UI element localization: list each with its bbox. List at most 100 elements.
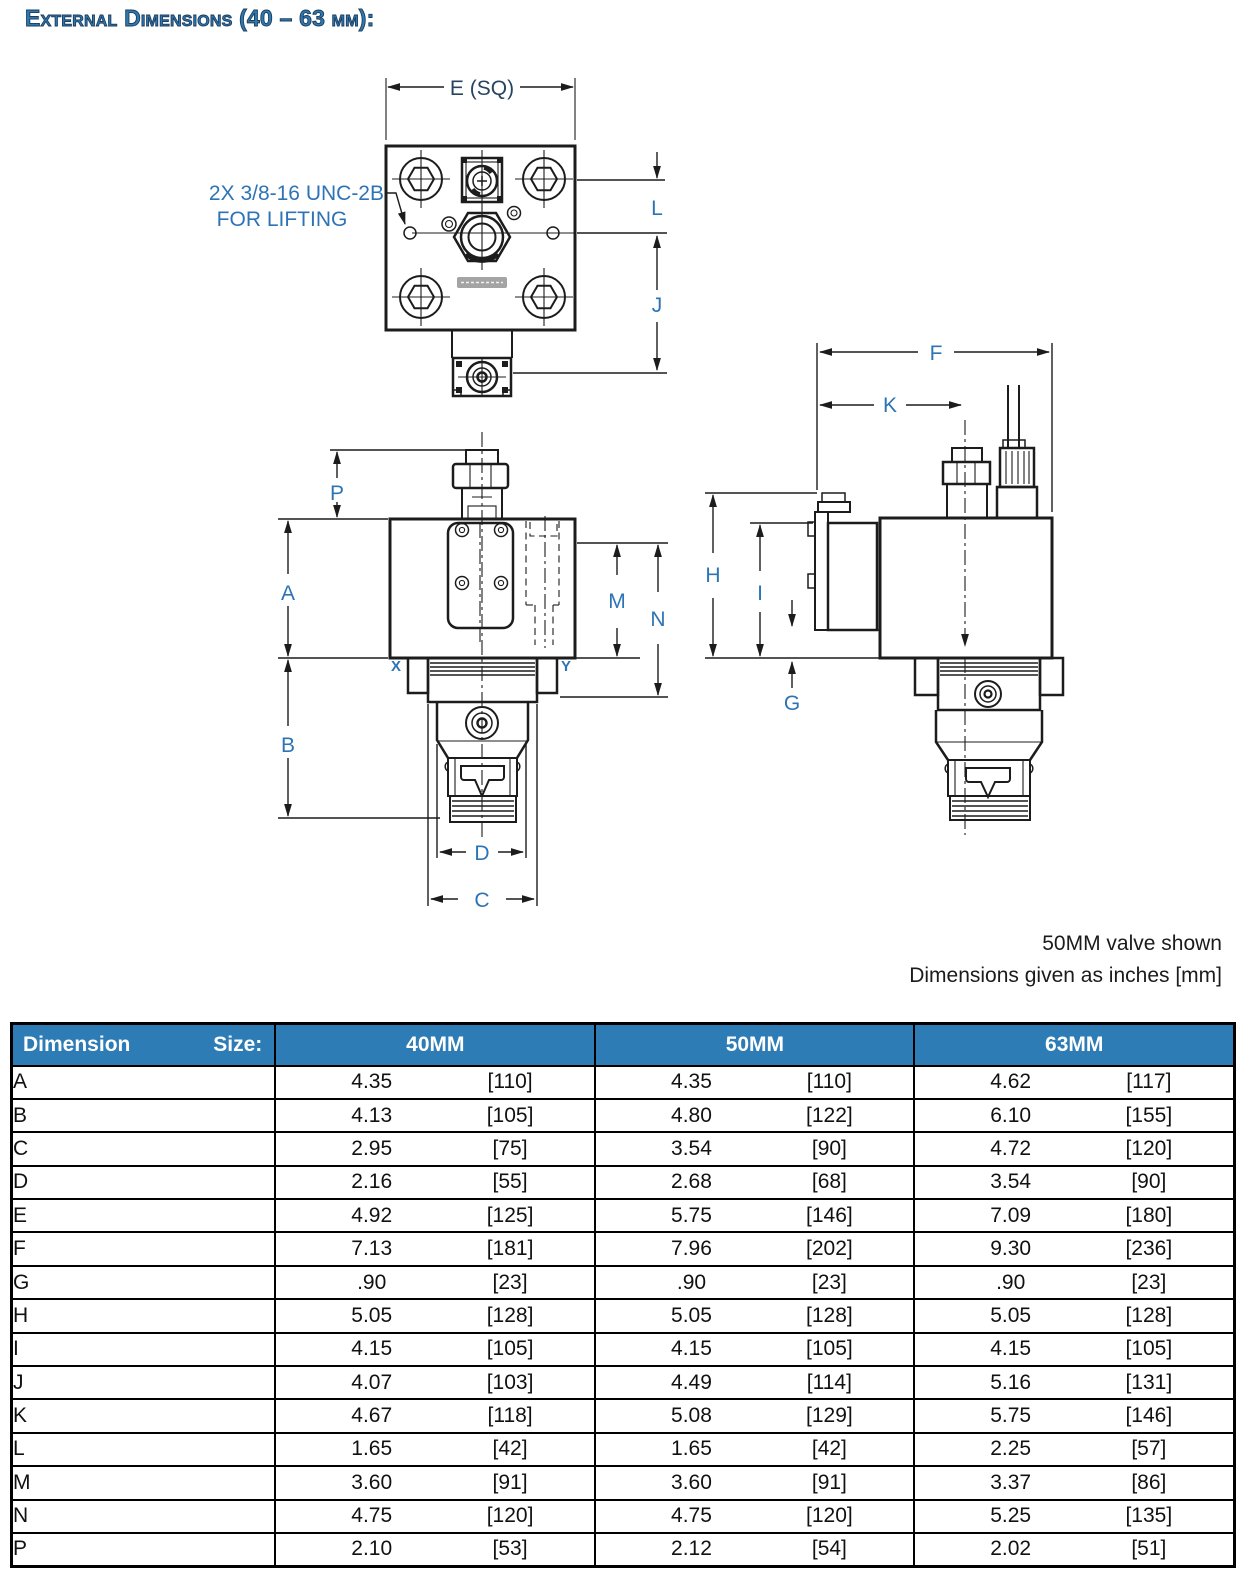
mm-value: [114] [806,1370,852,1394]
inches-value: 3.54 [990,1170,1032,1194]
value-cell-63mm: 4.15 [105] [913,1331,1236,1368]
inches-value: 3.37 [990,1470,1032,1494]
mm-value: [236] [1125,1237,1173,1261]
port-label-y: Y [561,658,571,675]
header-40mm: 40MM [274,1022,597,1067]
inches-value: 4.67 [351,1404,393,1428]
value-cell-63mm: 3.54[90] [913,1164,1236,1201]
inches-value: 2.95 [351,1136,393,1160]
mm-value: [110] [806,1070,852,1094]
value-cell-40mm: 2.95 [75] [274,1131,597,1167]
value-cell-40mm: 4.92[125] [274,1198,597,1234]
inches-value: 7.09 [990,1203,1032,1227]
value-cell-50mm: 3.54[90] [594,1131,916,1167]
dimension-letter-cell: B [10,1097,277,1134]
dimension-letter-cell: J [10,1365,277,1401]
retainer-slot [460,765,505,799]
inches-value: 3.60 [351,1470,393,1494]
inches-value: 5.05 [351,1303,393,1327]
dim-label-b: B [281,734,295,757]
dim-label-g: G [784,692,800,715]
value-cell-63mm: 5.16[131] [913,1365,1236,1401]
caption-line1: 50MM valve shown [1042,932,1222,955]
value-cell-40mm: 3.60[91] [274,1465,597,1501]
hex-bolt [515,268,573,326]
mm-value: [75] [492,1136,528,1160]
inches-value: 5.25 [990,1504,1032,1528]
mm-value: [105] [486,1337,534,1361]
mm-value: [105] [1125,1337,1173,1361]
inches-value: 1.65 [671,1437,712,1461]
lifting-note-line2: FOR LIFTING [217,208,348,231]
hex-bolt [392,268,450,326]
dimension-letter-cell: H [10,1298,277,1334]
mm-value: [120] [486,1504,534,1528]
mm-value: [128] [1125,1303,1173,1327]
hex-bolt [515,150,573,208]
inches-value: 4.92 [351,1203,393,1227]
value-cell-50mm: 3.60 [91] [594,1465,916,1501]
value-cell-63mm: 5.25[135] [913,1498,1236,1534]
mm-value: [128] [486,1303,534,1327]
value-cell-63mm: 5.75[146] [913,1398,1236,1434]
dim-label-f: F [930,342,943,365]
inches-value: 4.75 [351,1504,393,1528]
inches-value: 5.75 [671,1203,712,1227]
value-cell-40mm: 4.13[105] [274,1097,597,1134]
mm-value: [117] [1126,1070,1172,1094]
caption-line2: Dimensions given as inches [mm] [909,964,1222,987]
inches-value: 7.13 [351,1237,393,1261]
dim-label-c: C [474,889,489,912]
inches-value: 3.60 [671,1470,712,1494]
dimension-letter-cell: C [10,1131,277,1167]
mm-value: [146] [806,1203,853,1227]
value-cell-63mm: 6.10[155] [913,1097,1236,1134]
value-cell-50mm: 4.35[110] [594,1064,916,1100]
adjustment-stem [451,449,510,520]
mm-value: [120] [806,1504,853,1528]
value-cell-40mm: 4.67[118] [274,1398,597,1434]
value-cell-40mm: 7.13[181] [274,1231,597,1267]
inches-value: 4.15 [990,1337,1032,1361]
mm-value: [131] [1125,1370,1173,1394]
mm-value: [202] [806,1237,853,1261]
mm-value: [86] [1131,1470,1167,1494]
dim-label-i: I [757,582,763,605]
dimension-letter-cell: D [10,1164,277,1201]
dimension-letter-cell: M [10,1465,277,1501]
value-cell-40mm: 4.35[110] [274,1064,597,1100]
mm-value: [68] [811,1170,847,1194]
mm-value: [180] [1125,1203,1173,1227]
value-cell-40mm: 2.10[53] [274,1531,597,1568]
mm-value: [103] [486,1370,534,1394]
value-cell-40mm: 5.05 [128] [274,1298,597,1334]
mm-value: [91] [811,1470,847,1494]
cartridge-side [934,710,1044,821]
inches-value: 4.13 [351,1103,393,1127]
value-cell-50mm: 1.65[42] [594,1431,916,1468]
dim-label-e: E (SQ) [450,77,514,100]
port-label-x: X [391,658,401,675]
header-dimension-label: Dimension [23,1032,131,1056]
value-cell-40mm: 4.75 [120] [274,1498,597,1534]
inches-value: 5.75 [990,1404,1032,1428]
inches-value: 2.12 [671,1537,712,1561]
dimension-letter-cell: P [10,1531,277,1568]
mm-value: [23] [1131,1270,1167,1294]
dim-label-a: A [281,582,295,605]
value-cell-40mm: 1.65[42] [274,1431,597,1468]
inches-value: 5.05 [990,1303,1032,1327]
value-cell-50mm: 7.96[202] [594,1231,916,1267]
header-size-label: Size: [213,1032,263,1056]
dim-label-n: N [650,608,665,631]
